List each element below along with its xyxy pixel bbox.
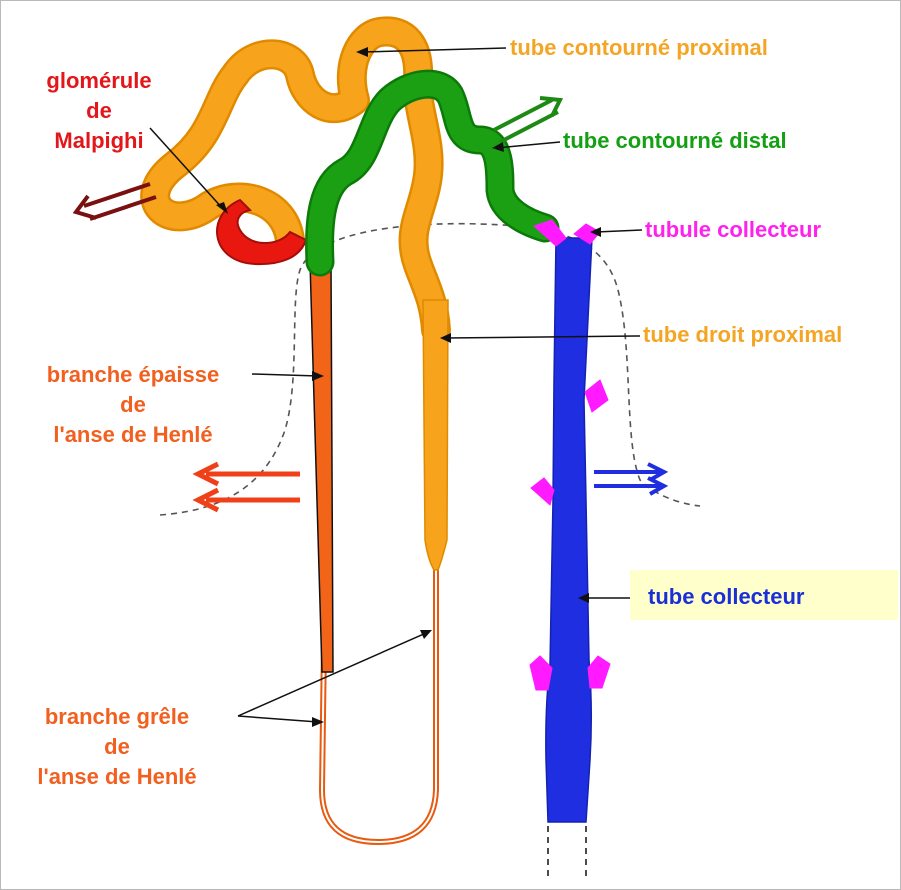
glomerule-label-line-3: Malpighi [14,126,184,156]
collecting-branch-4 [588,656,610,688]
leader-tubule [596,230,642,232]
branche-grele-label-line-3: l'anse de Henlé [24,762,210,792]
branche-grele-label-line-2: de [24,732,210,762]
tube-contourne-proximal-label: tube contourné proximal [510,33,768,63]
leader-arrowheads [216,47,601,727]
distal-outflow-arrows [494,98,560,142]
tube-contourne-distal-label: tube contourné distal [563,126,787,156]
collecting-outflow-arrows [594,464,664,494]
thin-limb-inner [322,560,436,842]
tube-droit-proximal-label: tube droit proximal [643,320,842,350]
leader-tdp [446,336,640,338]
branche-epaisse-label-line-1: branche épaisse [14,360,252,390]
tubule-collecteur-label: tubule collecteur [645,215,821,245]
branche-epaisse-label-line-3: l'anse de Henlé [14,420,252,450]
glomerule-label-line-1: glomérule [14,66,184,96]
glomerule-label-line-2: de [14,96,184,126]
branche-grele-label: branche grêle de l'anse de Henlé [24,702,210,792]
henle-outflow-arrows [198,464,300,510]
leader-epaisse [252,374,318,376]
leader-grele-2 [238,716,318,722]
collecting-duct [546,238,592,822]
collecting-branch-1 [585,380,608,412]
branche-epaisse-label: branche épaisse de l'anse de Henlé [14,360,252,450]
thin-limb-outer [322,560,436,842]
leader-tcp [362,48,506,52]
collecting-branch-3 [530,656,552,690]
glomerule-label: glomérule de Malpighi [14,66,184,156]
branche-epaisse-label-line-2: de [14,390,252,420]
thick-limb-of-henle [310,262,333,672]
branche-grele-label-line-1: branche grêle [24,702,210,732]
proximal-straight-tube [423,300,448,570]
collecting-branch-2 [531,478,554,505]
tube-collecteur-label: tube collecteur [648,582,804,612]
